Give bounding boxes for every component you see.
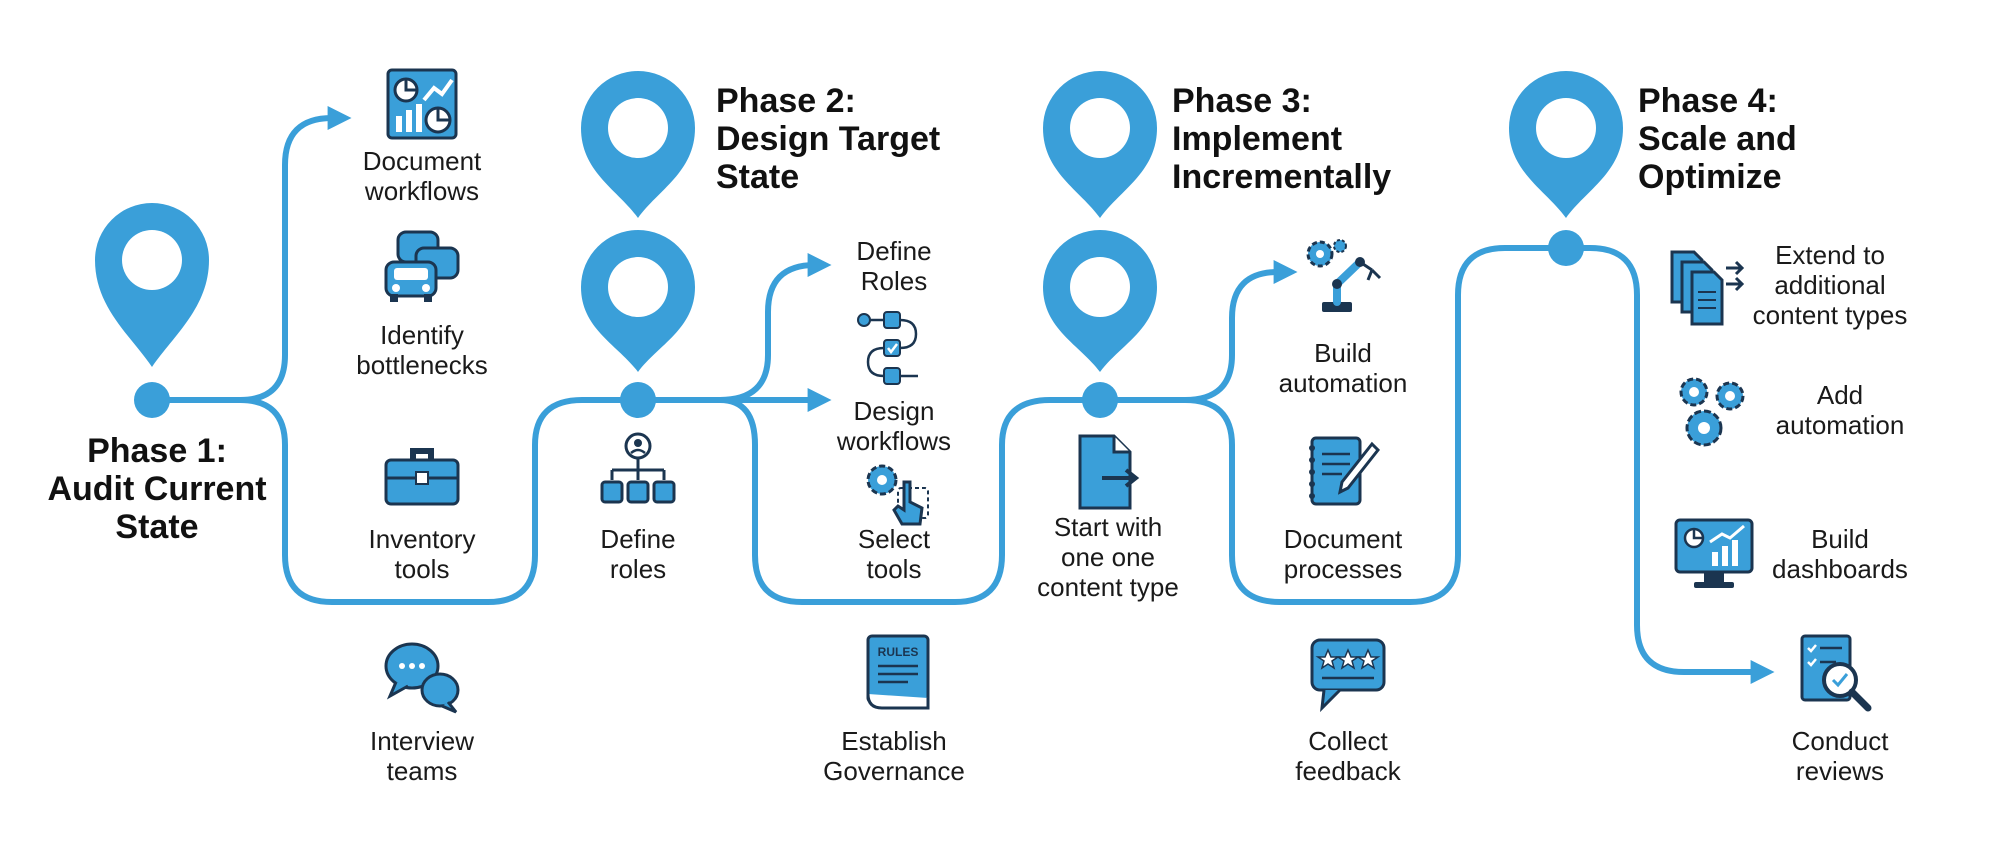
files-transfer-icon — [1668, 248, 1748, 328]
path-phase4-to-conduct-reviews — [1563, 245, 1775, 684]
monitor-chart-icon — [1674, 516, 1754, 596]
gears-icon — [1674, 372, 1754, 452]
robot-arm-icon — [1302, 236, 1382, 316]
rules-text: RULES — [878, 645, 919, 659]
path-phase1-to-phase2 — [237, 397, 641, 605]
phase4-node — [1548, 230, 1584, 266]
notebook-pen-icon — [1302, 432, 1382, 512]
phase3-pin-top-icon — [1043, 71, 1157, 218]
path-phase3-to-phase4 — [1182, 245, 1569, 605]
phase4-pin-icon — [1509, 71, 1623, 218]
phase1-node — [134, 382, 170, 418]
phase3-node — [1082, 382, 1118, 418]
gear-click-icon — [858, 458, 938, 538]
traffic-jam-icon — [382, 226, 462, 306]
flow-diagram-icon — [854, 310, 934, 390]
rating-bubble-icon — [1308, 636, 1388, 716]
chat-bubbles-icon — [382, 636, 462, 716]
phase2-node — [620, 382, 656, 418]
path-phase3-to-build-automation — [1097, 260, 1298, 403]
analytics-board-icon — [382, 66, 462, 146]
phase3-pin-icon — [1043, 230, 1157, 372]
toolbox-icon — [382, 432, 462, 512]
phase2-pin-top-icon — [581, 71, 695, 218]
checklist-search-icon — [1796, 632, 1876, 712]
rules-book-icon: RULES — [858, 632, 938, 712]
path-phase1-to-document-workflows — [149, 106, 352, 403]
phase1-pin-icon — [95, 203, 209, 367]
path-phase2-to-phase3 — [717, 397, 1103, 605]
file-export-icon — [1068, 432, 1148, 512]
phase2-pin-icon — [581, 230, 695, 372]
org-chart-icon — [598, 432, 678, 512]
